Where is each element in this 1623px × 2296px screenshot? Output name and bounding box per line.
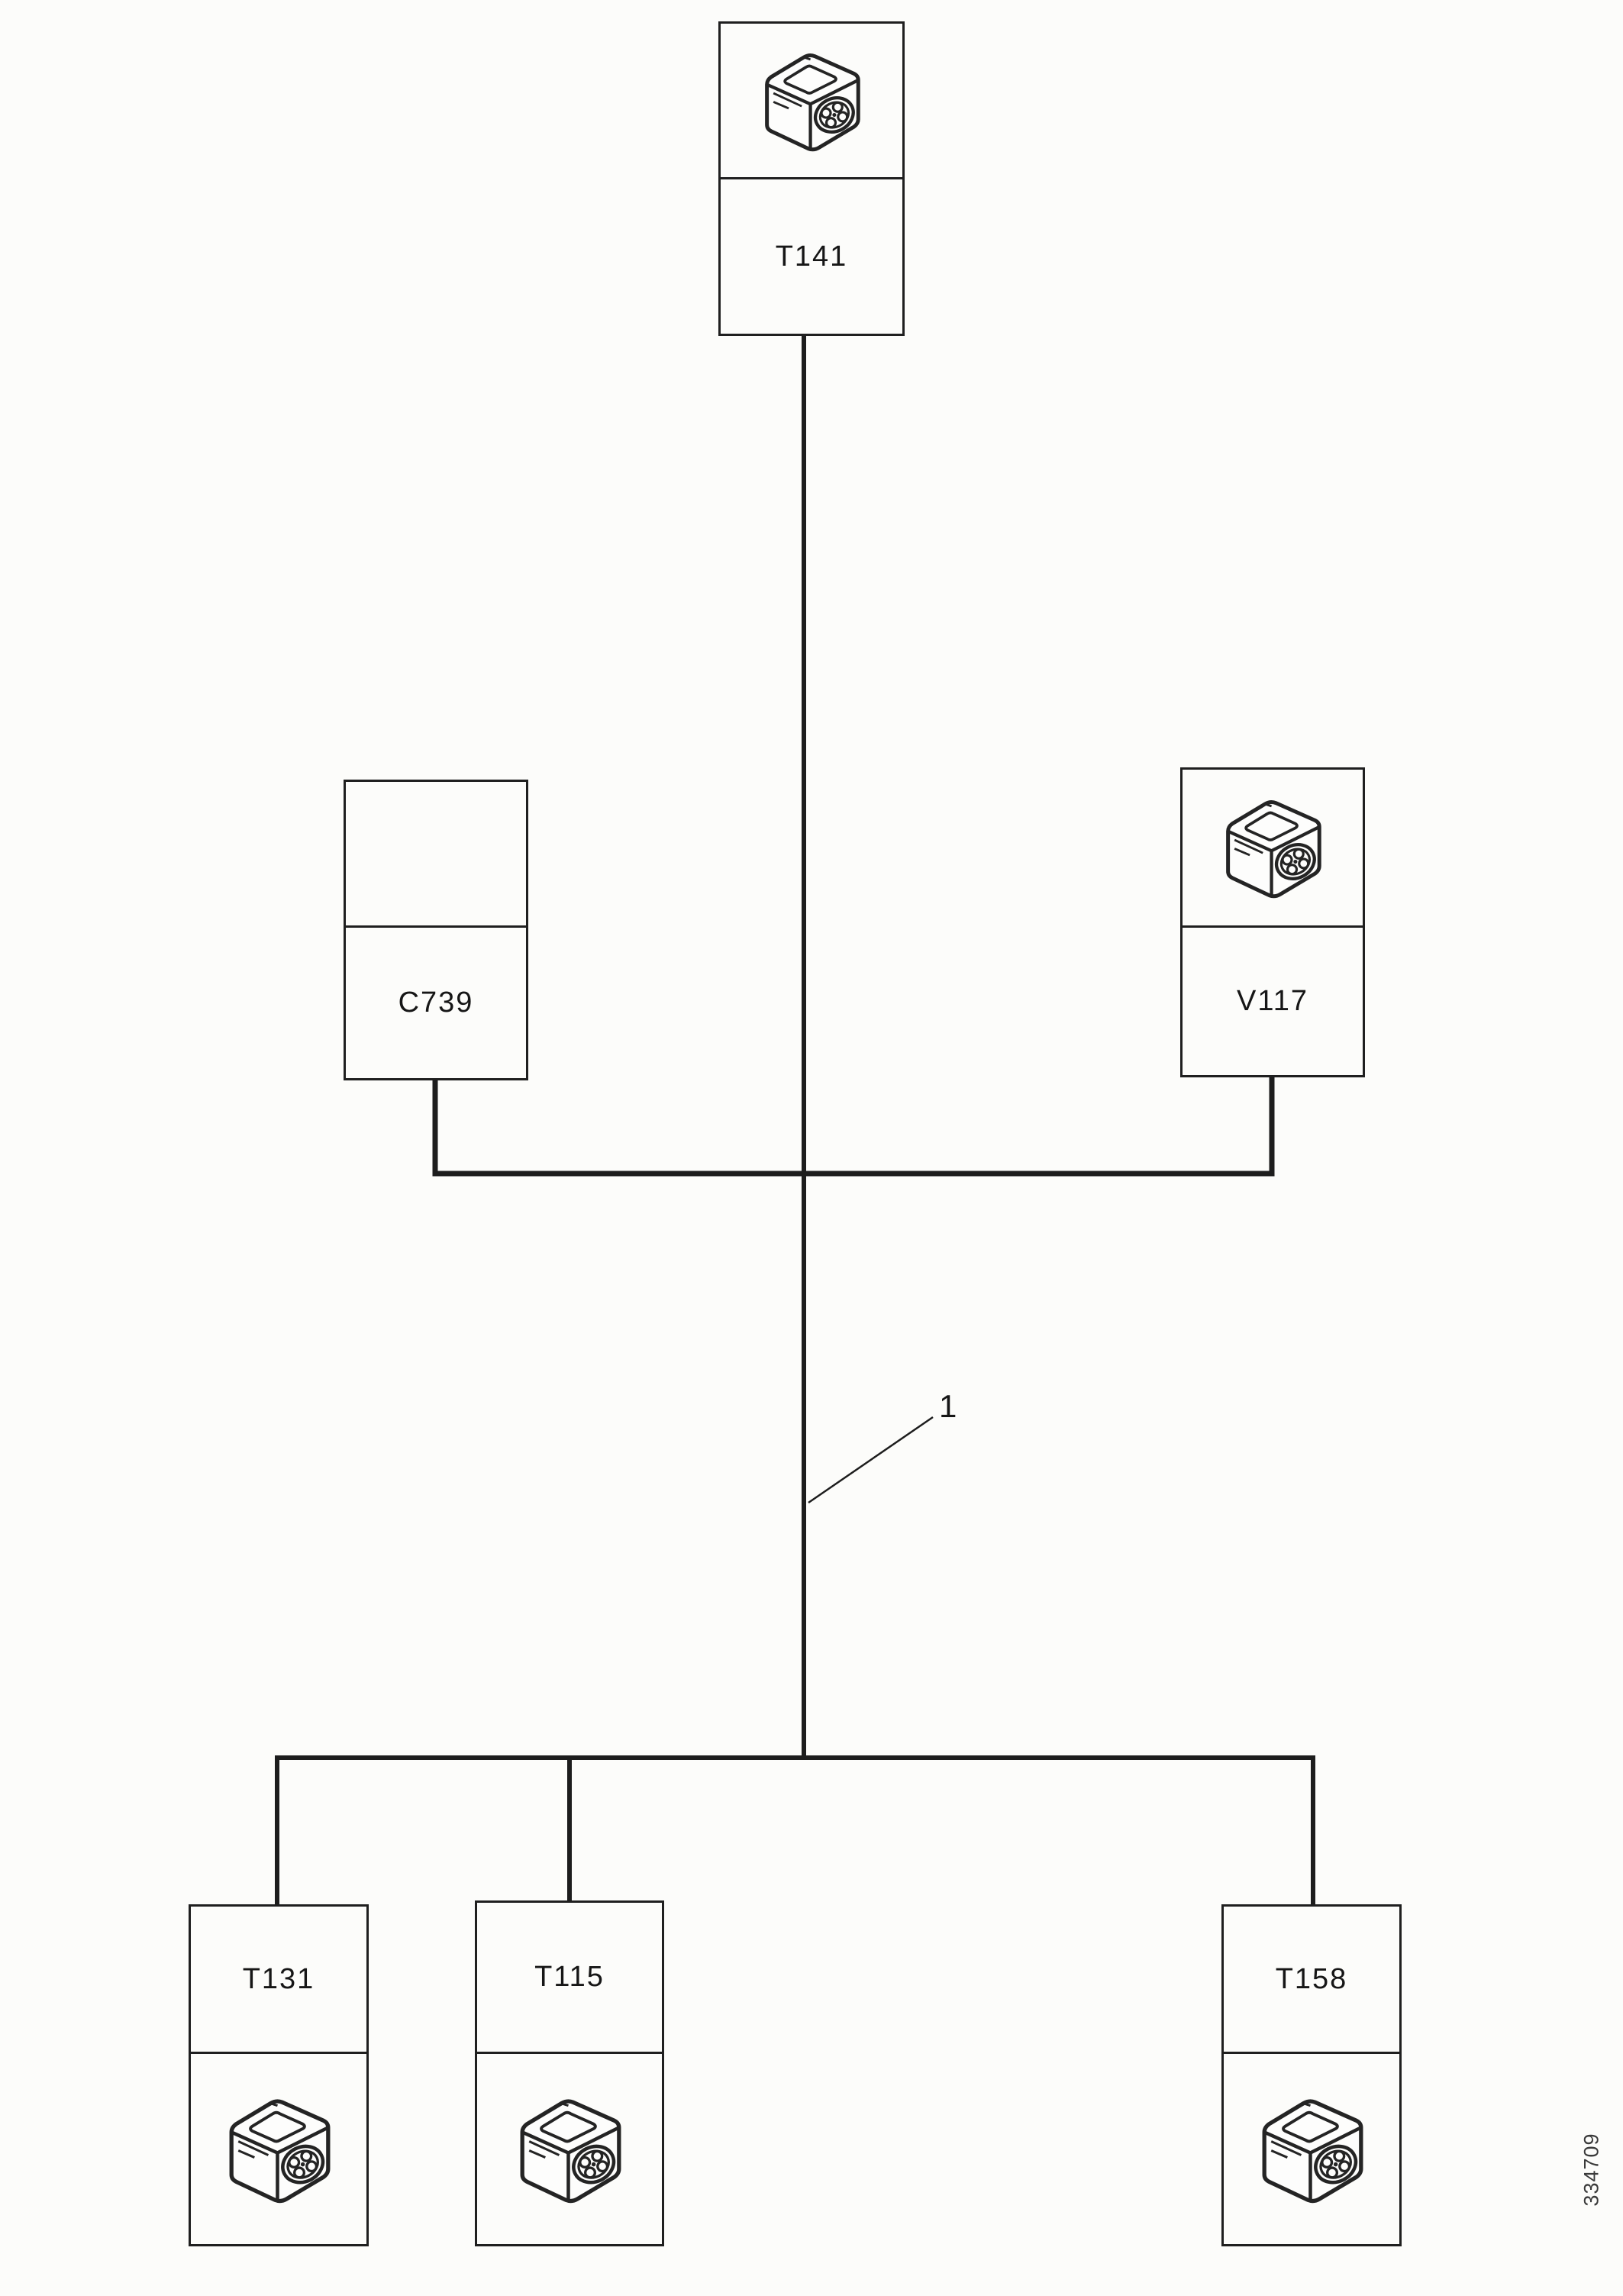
c739-empty-cell xyxy=(346,782,526,928)
figure-number: 334709 xyxy=(1579,2133,1603,2207)
node-t141: T141 xyxy=(718,21,905,336)
t141-label-cell: T141 xyxy=(721,179,902,334)
node-label-v117: V117 xyxy=(1237,985,1308,1017)
v117-label-cell: V117 xyxy=(1183,928,1363,1075)
connector-plug-icon xyxy=(204,2081,353,2217)
connector-plug-icon xyxy=(1202,783,1344,912)
node-label-c739: C739 xyxy=(398,987,474,1019)
node-label-t141: T141 xyxy=(775,240,848,273)
c739-label-cell: C739 xyxy=(346,928,526,1078)
node-v117: V117 xyxy=(1180,767,1365,1077)
t158-label-cell: T158 xyxy=(1224,1907,1399,2054)
node-label-t158: T158 xyxy=(1275,1962,1348,1995)
t115-connector-cell xyxy=(477,2054,662,2244)
node-label-t115: T115 xyxy=(534,1961,605,1993)
wire-cross-bar xyxy=(432,1076,1275,1177)
annotation-leader-line xyxy=(808,1416,934,1504)
wire-bottom-bus xyxy=(275,1755,1315,1906)
node-t131: T131 xyxy=(189,1904,369,2246)
node-t115: T115 xyxy=(475,1900,664,2246)
connector-plug-icon xyxy=(495,2081,644,2217)
node-label-t131: T131 xyxy=(242,1962,315,1995)
node-t158: T158 xyxy=(1221,1904,1402,2246)
node-c739: C739 xyxy=(344,780,528,1080)
v117-connector-cell xyxy=(1183,770,1363,928)
connector-plug-icon xyxy=(741,37,882,165)
t158-connector-cell xyxy=(1224,2054,1399,2244)
connector-plug-icon xyxy=(1237,2081,1386,2217)
harness-annotation: 1 xyxy=(939,1388,957,1424)
t131-connector-cell xyxy=(191,2054,366,2244)
t115-label-cell: T115 xyxy=(477,1903,662,2054)
t141-connector-cell xyxy=(721,24,902,179)
t131-label-cell: T131 xyxy=(191,1907,366,2054)
